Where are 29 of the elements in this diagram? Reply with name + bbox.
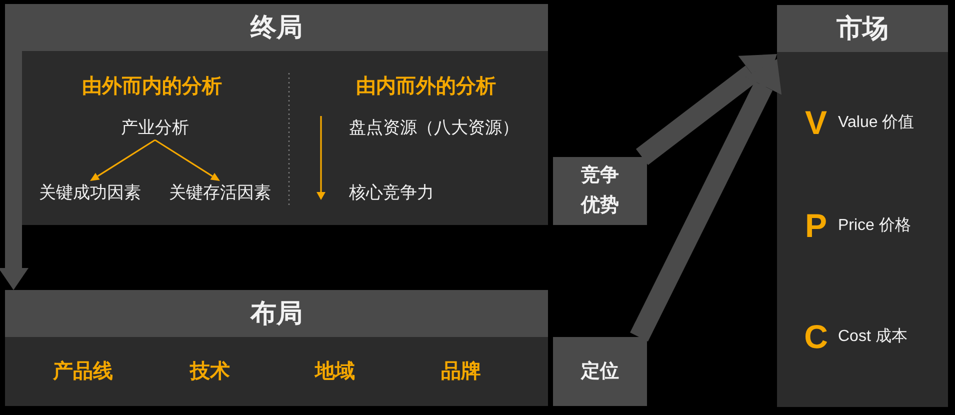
panel: [5, 290, 548, 406]
panel: [777, 5, 948, 407]
arrow: [154, 139, 220, 181]
keyword: 产品线: [53, 360, 113, 384]
item-text: 盘点资源（八大资源）: [349, 118, 519, 138]
section-heading: 由外而内的分析: [82, 76, 222, 98]
keyword: 品牌: [441, 360, 481, 384]
item-text: Value 价值: [838, 114, 914, 132]
block-arrow: [636, 54, 777, 165]
keyword: 地域: [315, 360, 355, 384]
item-text: 核心竞争力: [349, 183, 434, 203]
initial-letter: C: [804, 318, 828, 356]
initial-letter: P: [805, 207, 827, 245]
arrow: [90, 139, 156, 181]
node-label: 关键存活因素: [165, 181, 275, 205]
title-bar: 市场: [777, 5, 948, 52]
node-label: 产业分析: [117, 116, 193, 140]
initial-letter: V: [805, 104, 827, 142]
node-label: 关键成功因素: [35, 181, 145, 205]
block-arrow: [630, 59, 782, 342]
title-bar: 布局: [5, 290, 548, 337]
item-text: Price 价格: [838, 216, 911, 236]
block-arrow: [0, 225, 28, 290]
keyword: 技术: [190, 360, 230, 384]
tag-box: 定位: [553, 337, 647, 406]
tag-box: 竞争优势: [553, 157, 647, 225]
item-text: Cost 成本: [838, 328, 908, 346]
section-heading: 由内而外的分析: [356, 76, 496, 98]
panel: [5, 4, 548, 225]
